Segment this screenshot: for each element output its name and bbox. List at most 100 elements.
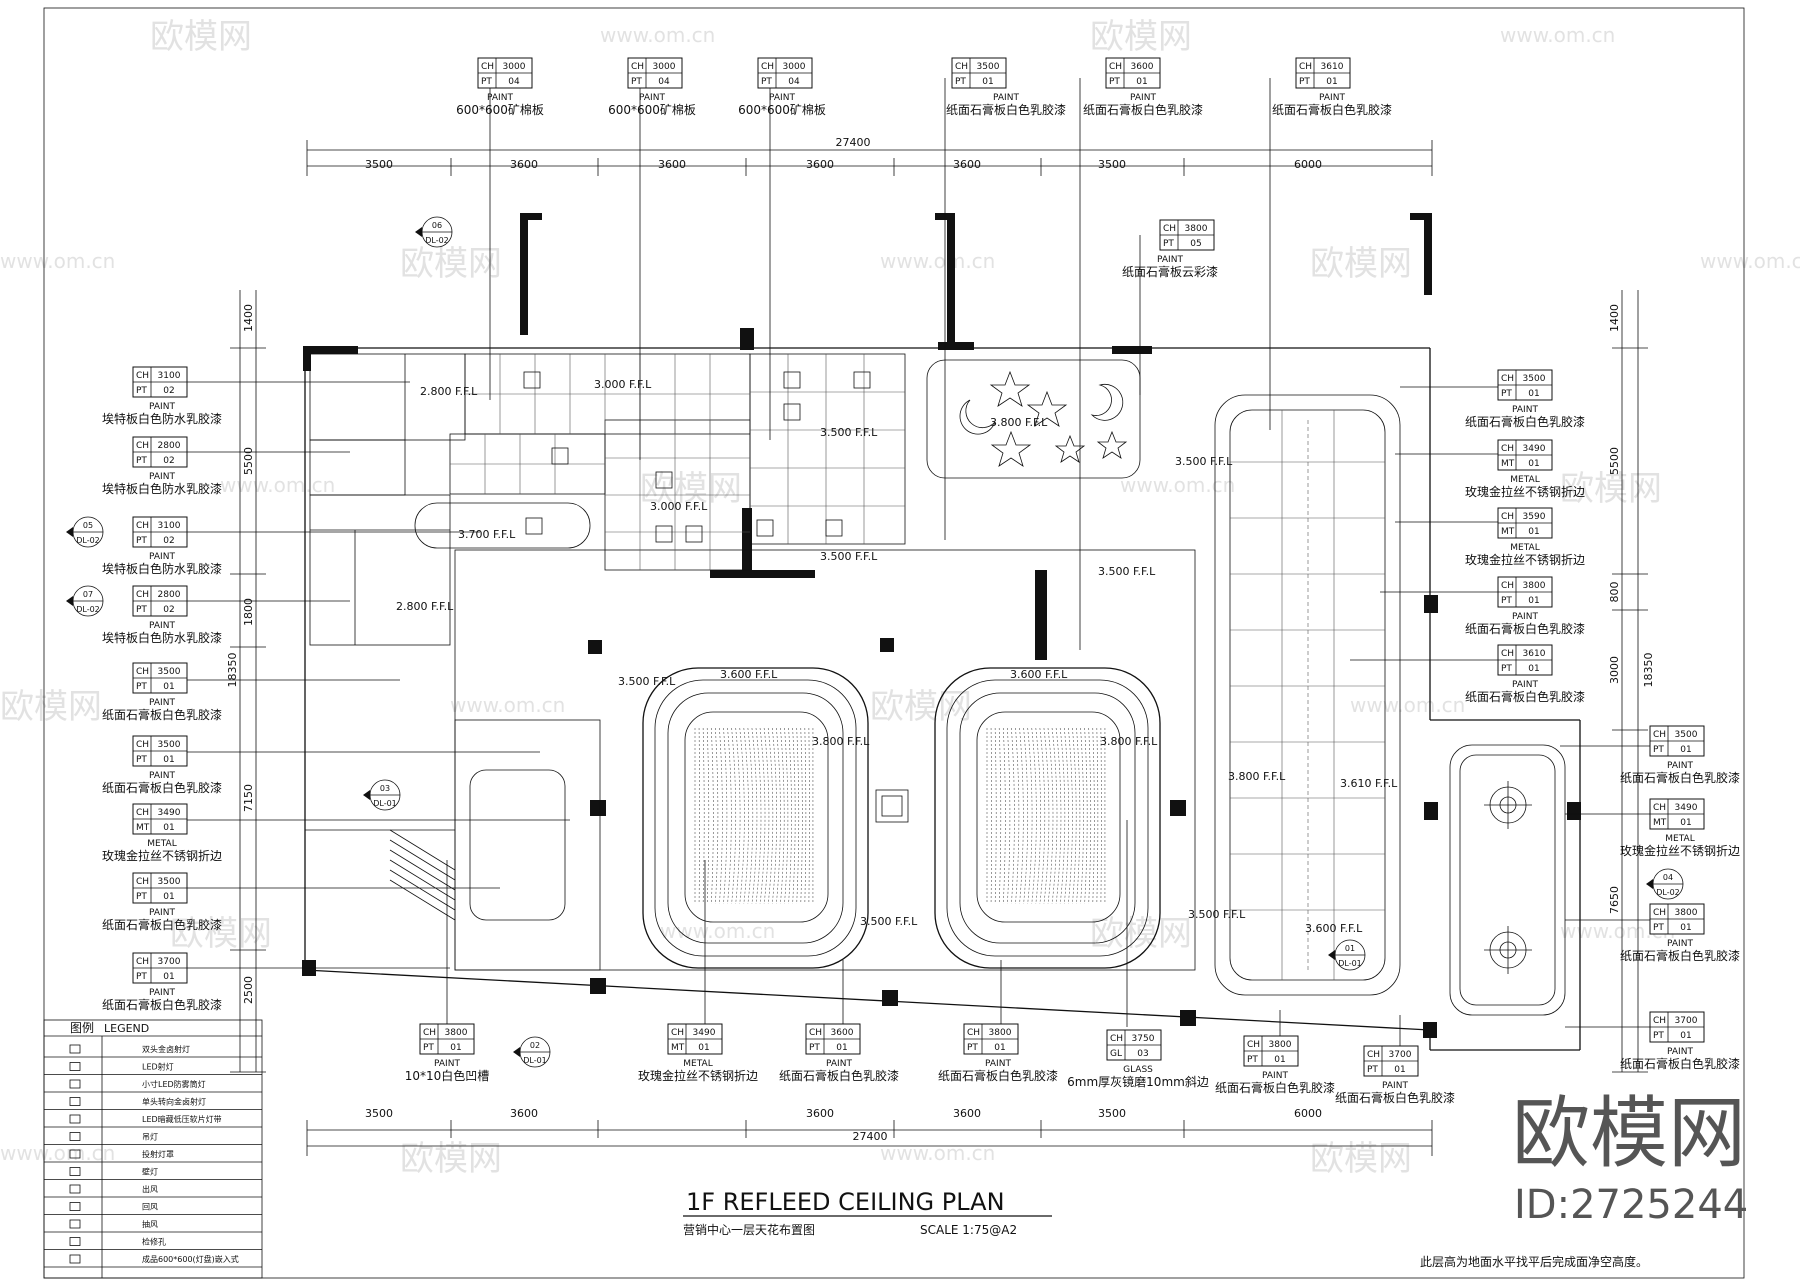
legend-item: 小寸LED防雾筒灯 bbox=[44, 1079, 262, 1093]
tag-pt-value: 01 bbox=[1680, 1031, 1691, 1041]
tag-desc: 纸面石膏板白色乳胶漆 bbox=[1620, 948, 1740, 963]
tag-material: PAINT bbox=[149, 908, 175, 918]
logo: 欧模网 ID:2725244 bbox=[1512, 1089, 1748, 1228]
legend-label: 抽风 bbox=[142, 1219, 158, 1229]
legend-label: 壁灯 bbox=[142, 1167, 158, 1177]
tag-pt-value: 01 bbox=[163, 823, 174, 833]
tag-material: PAINT bbox=[769, 93, 795, 103]
tag-ch-label: CH bbox=[1653, 803, 1666, 813]
tag-desc: 纸面石膏板白色乳胶漆 bbox=[102, 997, 222, 1012]
dim-bottom-seg: 3500 bbox=[365, 1107, 393, 1120]
tag-pt-value: 01 bbox=[1528, 527, 1539, 537]
tag-desc: 纸面石膏板白色乳胶漆 bbox=[1083, 102, 1203, 117]
hatch-line bbox=[780, 727, 785, 905]
tag-pt-label: PT bbox=[967, 1043, 978, 1053]
hatch-line bbox=[1031, 727, 1037, 905]
section-mark-number: 07 bbox=[83, 590, 93, 599]
tag-ch-value: 3500 bbox=[158, 877, 181, 887]
hatch-line bbox=[776, 727, 781, 905]
tag-pt-label: PT bbox=[1653, 745, 1664, 755]
dim-bottom-seg: 3500 bbox=[1098, 1107, 1126, 1120]
hatch-line bbox=[747, 727, 754, 905]
tag-pt-label: PT bbox=[809, 1043, 820, 1053]
hatch-line bbox=[759, 727, 766, 905]
dim-bottom-seg: 6000 bbox=[1294, 1107, 1322, 1120]
tag-ch-label: CH bbox=[136, 590, 149, 600]
hatch-line bbox=[1055, 727, 1062, 905]
tag-material: PAINT bbox=[149, 472, 175, 482]
tag-pt-label: PT bbox=[1163, 239, 1174, 249]
tag-desc: 纸面石膏板白色乳胶漆 bbox=[1465, 621, 1585, 636]
dim-left-seg: 5500 bbox=[242, 447, 255, 475]
hatch-line bbox=[755, 727, 762, 905]
hatch-line bbox=[715, 727, 719, 905]
left-dimensions: 1400 5500 1800 7150 2500 18350 bbox=[226, 290, 266, 1073]
dim-top-seg: 3500 bbox=[365, 158, 393, 171]
chandelier-hatch bbox=[694, 727, 814, 905]
hatch-line bbox=[1088, 727, 1092, 905]
tag-pt-label: PT bbox=[1367, 1065, 1378, 1075]
legend-symbol-icon bbox=[69, 1219, 81, 1229]
tag-desc: 纸面石膏板云彩漆 bbox=[1122, 264, 1218, 279]
level-label: 3.000 F.F.L bbox=[650, 500, 708, 513]
hatch-line bbox=[1047, 727, 1054, 905]
hatch-line bbox=[1023, 727, 1029, 905]
tag-desc: 玫瑰金拉丝不锈钢折边 bbox=[1465, 552, 1585, 567]
tag-ch-label: CH bbox=[1501, 512, 1514, 522]
tag-pt-value: 01 bbox=[1394, 1065, 1405, 1075]
dim-bottom-seg: 3600 bbox=[953, 1107, 981, 1120]
tag-pt-label: PT bbox=[136, 536, 147, 546]
tag-material: PAINT bbox=[639, 93, 665, 103]
legend-symbol-icon bbox=[69, 1167, 81, 1176]
tag-material: METAL bbox=[683, 1059, 712, 1069]
tag-pt-value: 02 bbox=[163, 386, 174, 396]
tag-pt-label: PT bbox=[136, 972, 147, 982]
tag-pt-label: PT bbox=[955, 77, 966, 87]
watermark-url: www.om.cn bbox=[0, 249, 115, 273]
tag-material: GLASS bbox=[1123, 1065, 1153, 1075]
tag-pt-value: 01 bbox=[994, 1043, 1005, 1053]
tag-desc: 玫瑰金拉丝不锈钢折边 bbox=[1620, 843, 1740, 858]
watermark-url: www.om.cn bbox=[220, 473, 335, 497]
tag-desc: 纸面石膏板白色乳胶漆 bbox=[102, 917, 222, 932]
tag-ch-value: 3610 bbox=[1321, 62, 1344, 72]
tag-pt-label: PT bbox=[761, 77, 772, 87]
section-mark-number: 06 bbox=[432, 221, 442, 230]
tag-ch-label: CH bbox=[1501, 581, 1514, 591]
tag-ch-value: 3800 bbox=[1185, 224, 1208, 234]
tag-material: PAINT bbox=[993, 93, 1019, 103]
watermark: 欧模网 bbox=[1310, 244, 1412, 284]
hatch-line bbox=[792, 727, 796, 905]
tag-ch-value: 3500 bbox=[158, 667, 181, 677]
tag-ch-label: CH bbox=[136, 957, 149, 967]
legend-label: 单头转向金卤射灯 bbox=[142, 1097, 206, 1107]
tag-pt-value: 04 bbox=[788, 77, 800, 87]
legend-label: LED射灯 bbox=[142, 1062, 174, 1072]
legend-item: 投射灯罩 bbox=[44, 1149, 262, 1163]
tag-pt-value: 01 bbox=[1528, 664, 1539, 674]
tag-ch-label: CH bbox=[1299, 62, 1312, 72]
hatch-line bbox=[796, 727, 800, 905]
tag-pt-value: 01 bbox=[1680, 923, 1691, 933]
tag-ch-label: CH bbox=[136, 877, 149, 887]
hatch-line bbox=[702, 727, 705, 905]
dim-top-seg: 6000 bbox=[1294, 158, 1322, 171]
hatch-line bbox=[710, 727, 714, 905]
hatch-line bbox=[1092, 727, 1095, 905]
hatch-line bbox=[1059, 727, 1066, 905]
hatch-line bbox=[1035, 727, 1041, 905]
tag-ch-value: 3750 bbox=[1132, 1034, 1155, 1044]
section-mark-ref: DL-02 bbox=[1656, 888, 1680, 897]
legend: 图例 LEGEND 双头金卤射灯LED射灯小寸LED防雾筒灯单头转向金卤射灯LE… bbox=[43, 1019, 263, 1279]
dim-bottom-total: 27400 bbox=[853, 1130, 888, 1143]
tag-desc: 600*600矿棉板 bbox=[608, 103, 696, 117]
level-label: 3.500 F.F.L bbox=[860, 915, 918, 928]
tag-pt-label: MT bbox=[136, 823, 150, 833]
hatch-line bbox=[990, 727, 992, 905]
dim-right-seg: 5500 bbox=[1608, 447, 1621, 475]
